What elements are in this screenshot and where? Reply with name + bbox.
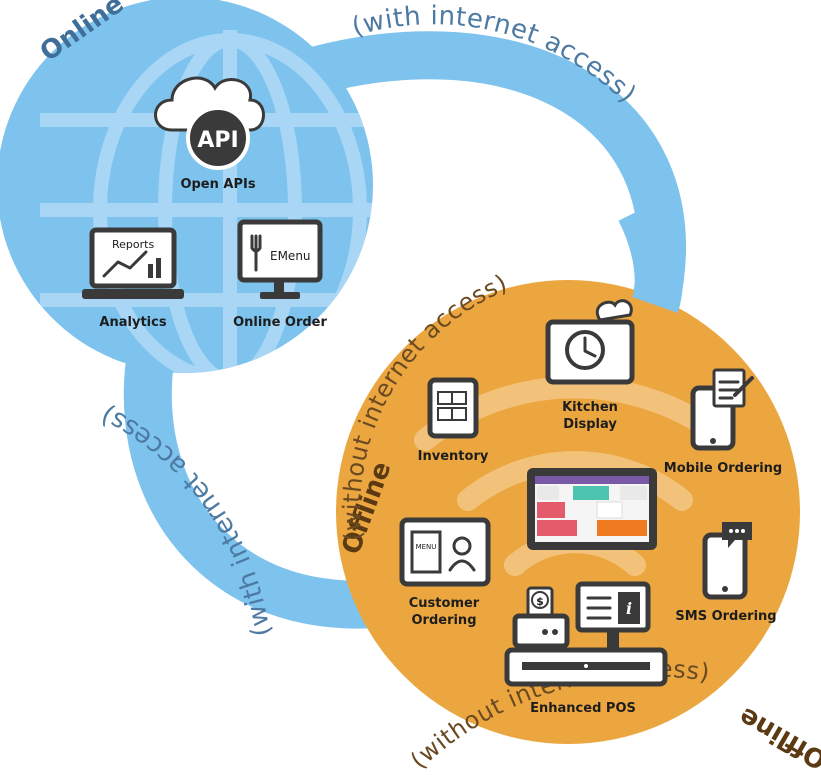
menu-badge: MENU [416,543,437,551]
open-apis-label: Open APIs [180,177,255,192]
customer-ordering-label-2: Ordering [411,613,476,628]
pos-tablet-icon [527,468,657,550]
emenu-text: EMenu [270,249,311,263]
online-order-label: Online Order [233,315,327,330]
sms-ordering-label: SMS Ordering [675,609,776,624]
offline-title-bottom: Offline [734,701,821,775]
info-glyph: i [626,599,632,618]
inventory-label: Inventory [418,449,489,464]
inventory-tablet-icon [430,380,476,436]
customer-menu-icon: MENU [402,520,488,584]
customer-ordering-label-1: Customer [409,596,480,611]
kitchen-display-label-1: Kitchen [562,400,618,415]
analytics-label: Analytics [99,315,166,330]
enhanced-pos-label: Enhanced POS [530,701,636,716]
connection-ring-overlap [640,210,659,305]
reports-text: Reports [112,238,154,251]
api-badge: API [197,128,238,153]
mobile-ordering-label: Mobile Ordering [664,461,782,476]
sms-phone-icon [705,522,752,597]
dollar-glyph: $ [536,595,544,608]
kitchen-display-label-2: Display [563,417,617,432]
